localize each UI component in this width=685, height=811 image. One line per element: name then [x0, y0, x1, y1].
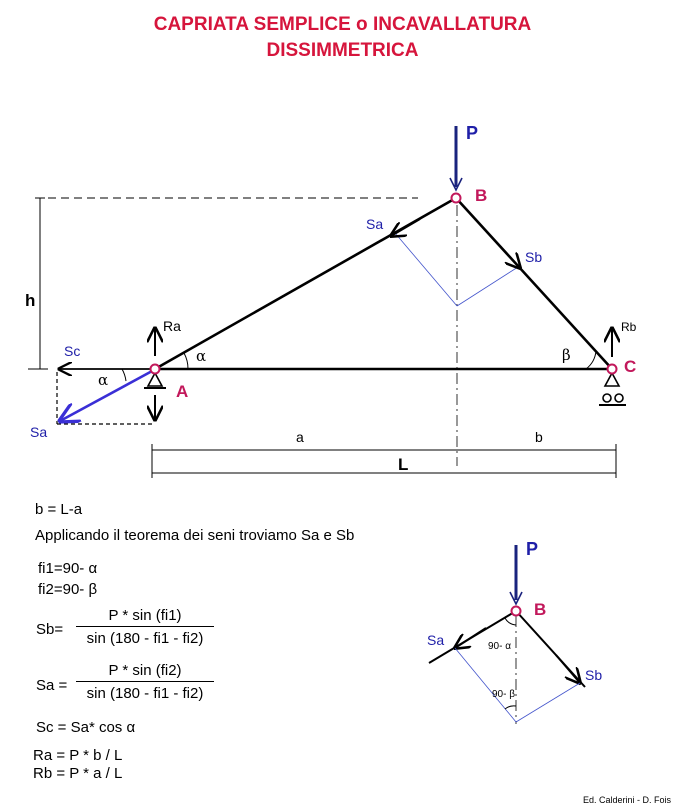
label-ra: Ra	[163, 318, 181, 334]
formula-ra: Ra = P * b / L	[33, 747, 123, 764]
credit: Ed. Calderini - D. Fois	[582, 795, 671, 805]
node-a	[149, 363, 161, 375]
angle-arcs	[121, 350, 597, 382]
truss-members	[154, 196, 613, 371]
label-b: B	[475, 186, 487, 205]
load-arrow-p	[449, 126, 463, 192]
label-sa-bottom: Sa	[30, 424, 47, 440]
label-a: A	[176, 382, 188, 401]
label-sc: Sc	[64, 343, 80, 359]
formula-fi1: fi1=90- α	[38, 560, 98, 577]
nodes	[149, 192, 618, 375]
formula-theorem: Applicando il teorema dei seni troviamo …	[35, 527, 355, 544]
roller-support-c	[599, 371, 626, 406]
sb-arrow	[499, 245, 520, 268]
formula-sa-label: Sa =	[36, 677, 68, 694]
label-beta-c: β	[562, 346, 571, 364]
span-dimension	[151, 444, 617, 478]
force-polygon-main	[394, 232, 519, 307]
title-line-2: DISSIMMETRICA	[266, 40, 419, 61]
detail-label-b: B	[534, 600, 546, 619]
formula-sa-denominator: sin (180 - fi1 - fi2)	[86, 685, 204, 702]
label-h: h	[25, 291, 35, 310]
label-p: P	[466, 123, 478, 143]
formula-sa-fraction: P * sin (fi2) sin (180 - fi1 - fi2)	[76, 662, 214, 702]
node-b-detail-diagram: P B Sa Sb 90- α 90- β	[427, 539, 602, 724]
formula-b: b = L-a	[35, 501, 83, 518]
sa-resultant-arrow	[60, 368, 155, 421]
detail-label-sa: Sa	[427, 632, 444, 648]
formula-sb-fraction: P * sin (fi1) sin (180 - fi1 - fi2)	[76, 607, 214, 647]
label-rb: Rb	[621, 320, 637, 334]
pin-support-a	[144, 371, 166, 389]
node-c	[606, 363, 618, 375]
label-alpha-sc: α	[98, 371, 108, 389]
label-sb: Sb	[525, 249, 542, 265]
detail-label-p: P	[526, 539, 538, 559]
label-alpha-a: α	[196, 347, 206, 365]
formula-sb-numerator: P * sin (fi1)	[76, 607, 214, 627]
formula-sb-denominator: sin (180 - fi1 - fi2)	[86, 630, 204, 647]
title-line-1: CAPRIATA SEMPLICE o INCAVALLATURA	[153, 14, 532, 35]
detail-angle-bottom: 90- β	[492, 689, 515, 700]
label-a-span: a	[296, 429, 304, 445]
detail-angle-top: 90- α	[488, 641, 511, 652]
detail-label-sb: Sb	[585, 667, 602, 683]
formula-sb-label: Sb=	[36, 621, 64, 638]
formula-fi2: fi2=90- β	[38, 581, 98, 598]
label-l: L	[398, 455, 408, 474]
force-arrows	[59, 218, 612, 421]
formula-sc: Sc = Sa* cos α	[36, 719, 136, 736]
height-dimension	[28, 197, 48, 370]
label-b-span: b	[535, 429, 543, 445]
node-b	[450, 192, 462, 204]
formula-rb: Rb = P * a / L	[33, 765, 123, 782]
label-c: C	[624, 357, 636, 376]
rafter-bc	[455, 197, 613, 370]
label-sa-top: Sa	[366, 216, 383, 232]
sa-arrow	[391, 218, 421, 236]
formula-sa-numerator: P * sin (fi2)	[76, 662, 214, 682]
dashed-guides	[35, 197, 458, 466]
